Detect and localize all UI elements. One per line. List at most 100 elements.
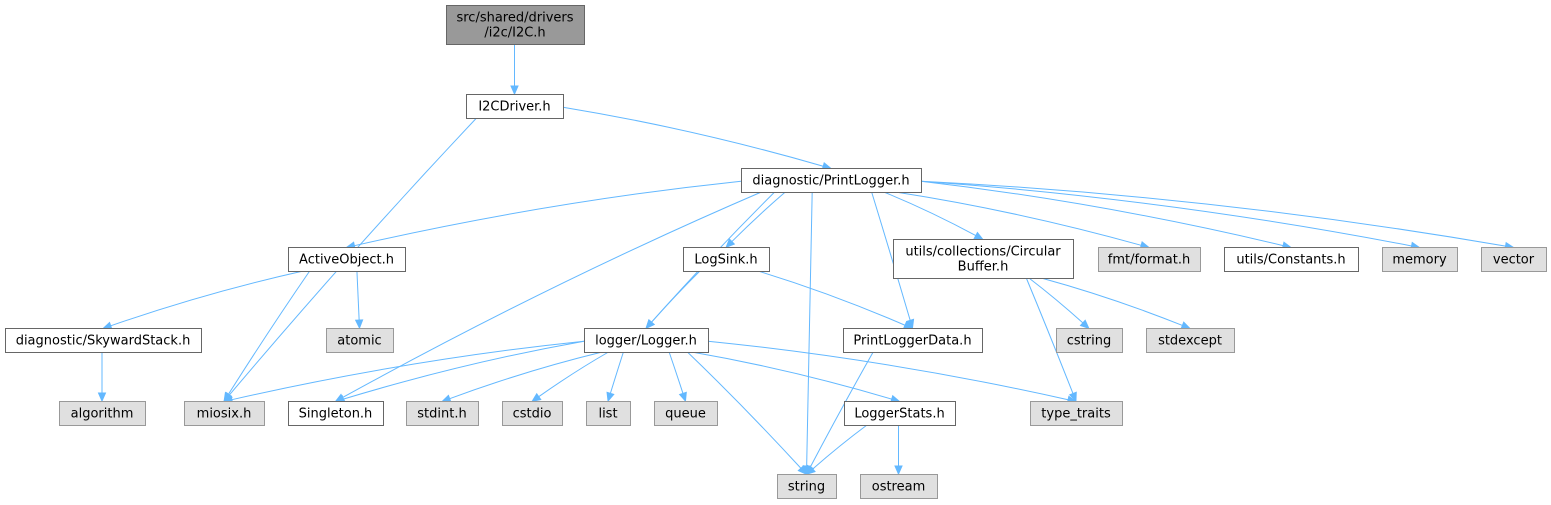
edge-skywardstack-to-algorithm [97,351,107,403]
edge-line [1025,277,1074,394]
node-algorithm[interactable]: algorithm [59,401,146,426]
node-label: algorithm [71,407,134,422]
node-label: PrintLoggerData.h [853,334,971,349]
node-cstdio[interactable]: cstdio [502,401,563,426]
edge-logger-to-queue [668,351,687,403]
node-box [288,247,406,272]
node-label: /i2c/I2C.h [484,26,545,41]
node-box [406,401,479,426]
node-box [446,5,585,45]
edge-line [538,351,609,398]
node-stdint[interactable]: stdint.h [406,401,479,426]
edge-loggerstats-to-string [805,424,868,476]
edge-loggerstats-to-ostream [894,424,903,476]
node-label: fmt/format.h [1108,253,1190,268]
edge-line [691,351,892,400]
node-box [654,401,718,426]
node-label: atomic [337,334,381,349]
arrow-head-icon [645,318,656,330]
arrow-head-icon [797,465,808,476]
node-label: ostream [872,480,926,495]
edge-i2c-to-i2cdriver [510,43,519,96]
node-box [584,328,709,353]
node-activeobject[interactable]: ActiveObject.h [288,247,406,272]
arrow-head-icon [354,319,364,330]
edge-line [609,351,624,394]
edge-printlogger-to-string [802,191,813,476]
node-atomic[interactable]: atomic [326,328,394,353]
node-label: I2CDriver.h [478,100,550,115]
arrow-head-icon [678,391,687,403]
node-box [683,247,770,272]
edge-logger-to-loggerstats [691,351,901,404]
arrow-head-icon [1068,391,1077,403]
edge-line [1041,277,1183,326]
edge-activeobject-to-miosix [223,270,311,403]
node-typetraits[interactable]: type_traits [1030,401,1123,426]
node-skywardstack[interactable]: diagnostic/SkywardStack.h [5,328,202,353]
arrow-head-icon [805,465,816,476]
edge-printlogger-to-activeobject [345,180,742,250]
node-loggerstats[interactable]: LoggerStats.h [844,401,956,426]
node-constants[interactable]: utils/Constants.h [1224,247,1359,272]
node-box [5,328,202,353]
node-box [844,401,956,426]
edge-line [812,424,868,470]
node-box [843,328,983,353]
node-string[interactable]: string [777,474,837,499]
node-label: diagnostic/PrintLogger.h [752,174,909,189]
arrow-head-icon [1079,319,1090,330]
edge-line [651,270,701,323]
node-i2c[interactable]: src/shared/drivers/i2c/I2C.h [446,5,585,45]
node-label: cstdio [513,407,552,422]
node-printlogger[interactable]: diagnostic/PrintLogger.h [741,168,922,193]
node-label: queue [665,407,706,422]
arrow-head-icon [97,392,107,403]
edge-printlogger-to-printloggerdata [871,191,915,330]
arrow-head-icon [905,318,915,330]
edge-printlogger-to-circularbuffer [883,191,984,240]
node-box [893,239,1074,279]
node-vector[interactable]: vector [1481,247,1547,272]
edge-logger-to-stdint [440,351,603,403]
node-box [586,401,631,426]
node-label: string [788,480,825,495]
arrow-head-icon [440,394,452,403]
node-label: cstring [1067,334,1111,349]
edge-line [562,106,824,167]
node-fmtformat[interactable]: fmt/format.h [1098,247,1201,272]
node-i2cdriver[interactable]: I2CDriver.h [466,94,564,119]
node-cstring[interactable]: cstring [1056,328,1123,353]
node-logsink[interactable]: LogSink.h [683,247,770,272]
node-label: LoggerStats.h [854,407,944,422]
node-stdexcept[interactable]: stdexcept [1146,328,1235,353]
node-box [1146,328,1235,353]
edge-line [707,340,1069,401]
edge-line [1028,277,1084,324]
node-box [326,328,394,353]
edge-printlogger-to-singleton [334,191,762,402]
node-singleton[interactable]: Singleton.h [288,401,384,426]
node-label: LogSink.h [694,253,757,268]
edge-logsink-to-logger [645,270,701,330]
node-printloggerdata[interactable]: PrintLoggerData.h [843,328,983,353]
node-miosix[interactable]: miosix.h [184,401,265,426]
edge-line [895,191,1142,246]
node-label: logger/Logger.h [595,334,697,349]
edge-line [731,191,786,242]
edge-activeobject-to-atomic [354,270,364,330]
node-ostream[interactable]: ostream [860,474,938,499]
node-queue[interactable]: queue [654,401,718,426]
node-logger[interactable]: logger/Logger.h [584,328,709,353]
node-label: diagnostic/SkywardStack.h [16,334,191,349]
edge-logger-to-cstdio [531,351,609,403]
node-box [59,401,146,426]
edge-line [806,191,813,467]
node-label: miosix.h [197,407,252,422]
node-list[interactable]: list [586,401,631,426]
node-memory[interactable]: memory [1382,247,1458,272]
edge-circularbuffer-to-typetraits [1025,277,1077,403]
edge-line [920,180,1506,247]
node-box [1481,247,1547,272]
